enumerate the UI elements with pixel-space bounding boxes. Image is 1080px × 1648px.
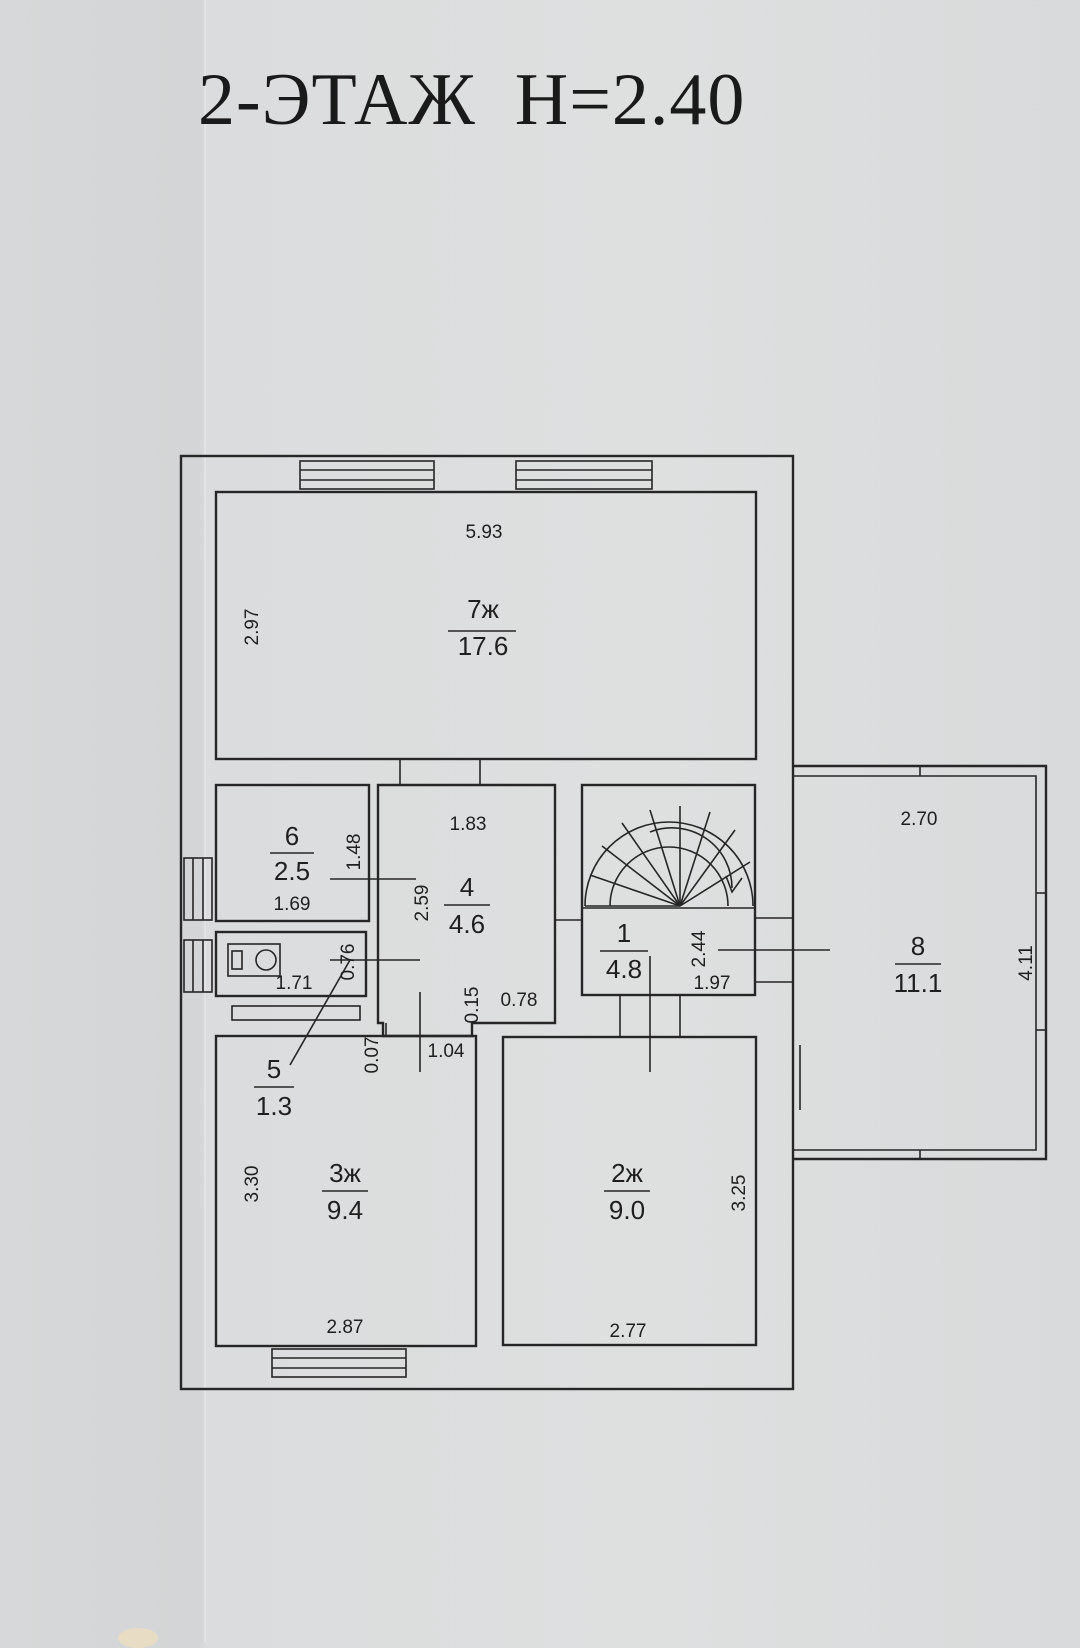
dim-r4-d3: 1.04 bbox=[428, 1041, 465, 1062]
floor-title: 2-ЭТАЖ H=2.40 bbox=[198, 59, 746, 141]
room-3-area: 9.4 bbox=[327, 1195, 363, 1225]
dim-r2-height: 3.25 bbox=[729, 1175, 750, 1212]
room-7-walls bbox=[214, 490, 758, 761]
dim-r2-width: 2.77 bbox=[610, 1321, 647, 1342]
room-7-number: 7ж bbox=[467, 594, 499, 624]
dim-r4-d1: 0.15 bbox=[462, 987, 483, 1024]
room-2-area: 9.0 bbox=[609, 1195, 645, 1225]
dim-r3-height: 3.30 bbox=[242, 1166, 263, 1203]
dim-r4-height: 2.59 bbox=[412, 885, 433, 922]
window-top-left bbox=[299, 460, 435, 490]
dim-r1-height: 2.44 bbox=[689, 930, 710, 967]
toilet-icon bbox=[227, 943, 281, 977]
room-3-number: 3ж bbox=[329, 1158, 361, 1188]
room-5-walls bbox=[214, 930, 368, 998]
dim-r6-height: 1.48 bbox=[344, 834, 365, 871]
room-6-number: 6 bbox=[285, 821, 299, 851]
room-8-inner bbox=[793, 775, 1037, 1151]
room-4-area: 4.6 bbox=[449, 909, 485, 939]
window-left-room6 bbox=[183, 857, 213, 921]
outer-wall bbox=[179, 454, 795, 1391]
paper-fold bbox=[203, 0, 207, 1641]
dim-r4-d2: 0.78 bbox=[501, 990, 538, 1011]
dim-r7-width: 5.93 bbox=[466, 522, 503, 543]
room-3-walls bbox=[214, 1034, 478, 1348]
window-top-right bbox=[515, 460, 653, 490]
room-8-area: 11.1 bbox=[894, 968, 943, 998]
room-2-walls bbox=[501, 1035, 758, 1347]
dim-r1-width: 1.97 bbox=[694, 973, 731, 994]
room-1-area: 4.8 bbox=[606, 954, 642, 984]
window-bottom bbox=[271, 1348, 407, 1378]
room-6-walls bbox=[214, 783, 371, 923]
room-5-area: 1.3 bbox=[256, 1091, 292, 1121]
shelf bbox=[231, 1005, 361, 1021]
dim-r3-d0: 0.07 bbox=[362, 1037, 383, 1074]
room-1-number: 1 bbox=[617, 918, 631, 948]
room-2-number: 2ж bbox=[611, 1158, 643, 1188]
room-1-walls bbox=[580, 783, 757, 997]
dim-r4-width: 1.83 bbox=[450, 814, 487, 835]
room-6-area: 2.5 bbox=[274, 856, 310, 886]
room-5-number: 5 bbox=[267, 1054, 281, 1084]
window-left-room5 bbox=[183, 939, 213, 993]
dim-r7-height: 2.97 bbox=[242, 609, 263, 646]
spiral-stair-icon bbox=[584, 806, 754, 907]
room-8-number: 8 bbox=[911, 931, 925, 961]
dim-r3-width: 2.87 bbox=[327, 1317, 364, 1338]
dim-r8-height: 4.11 bbox=[1016, 945, 1037, 981]
dim-r6-width: 1.69 bbox=[274, 894, 311, 915]
corner-object bbox=[118, 1628, 158, 1648]
leader-line bbox=[289, 959, 351, 1066]
room-7-area: 17.6 bbox=[458, 631, 509, 661]
room-4-number: 4 bbox=[460, 872, 474, 902]
dim-r5-width: 1.71 bbox=[276, 973, 313, 994]
dim-r5-height: 0.76 bbox=[338, 944, 359, 981]
dim-r8-width: 2.70 bbox=[901, 809, 938, 830]
